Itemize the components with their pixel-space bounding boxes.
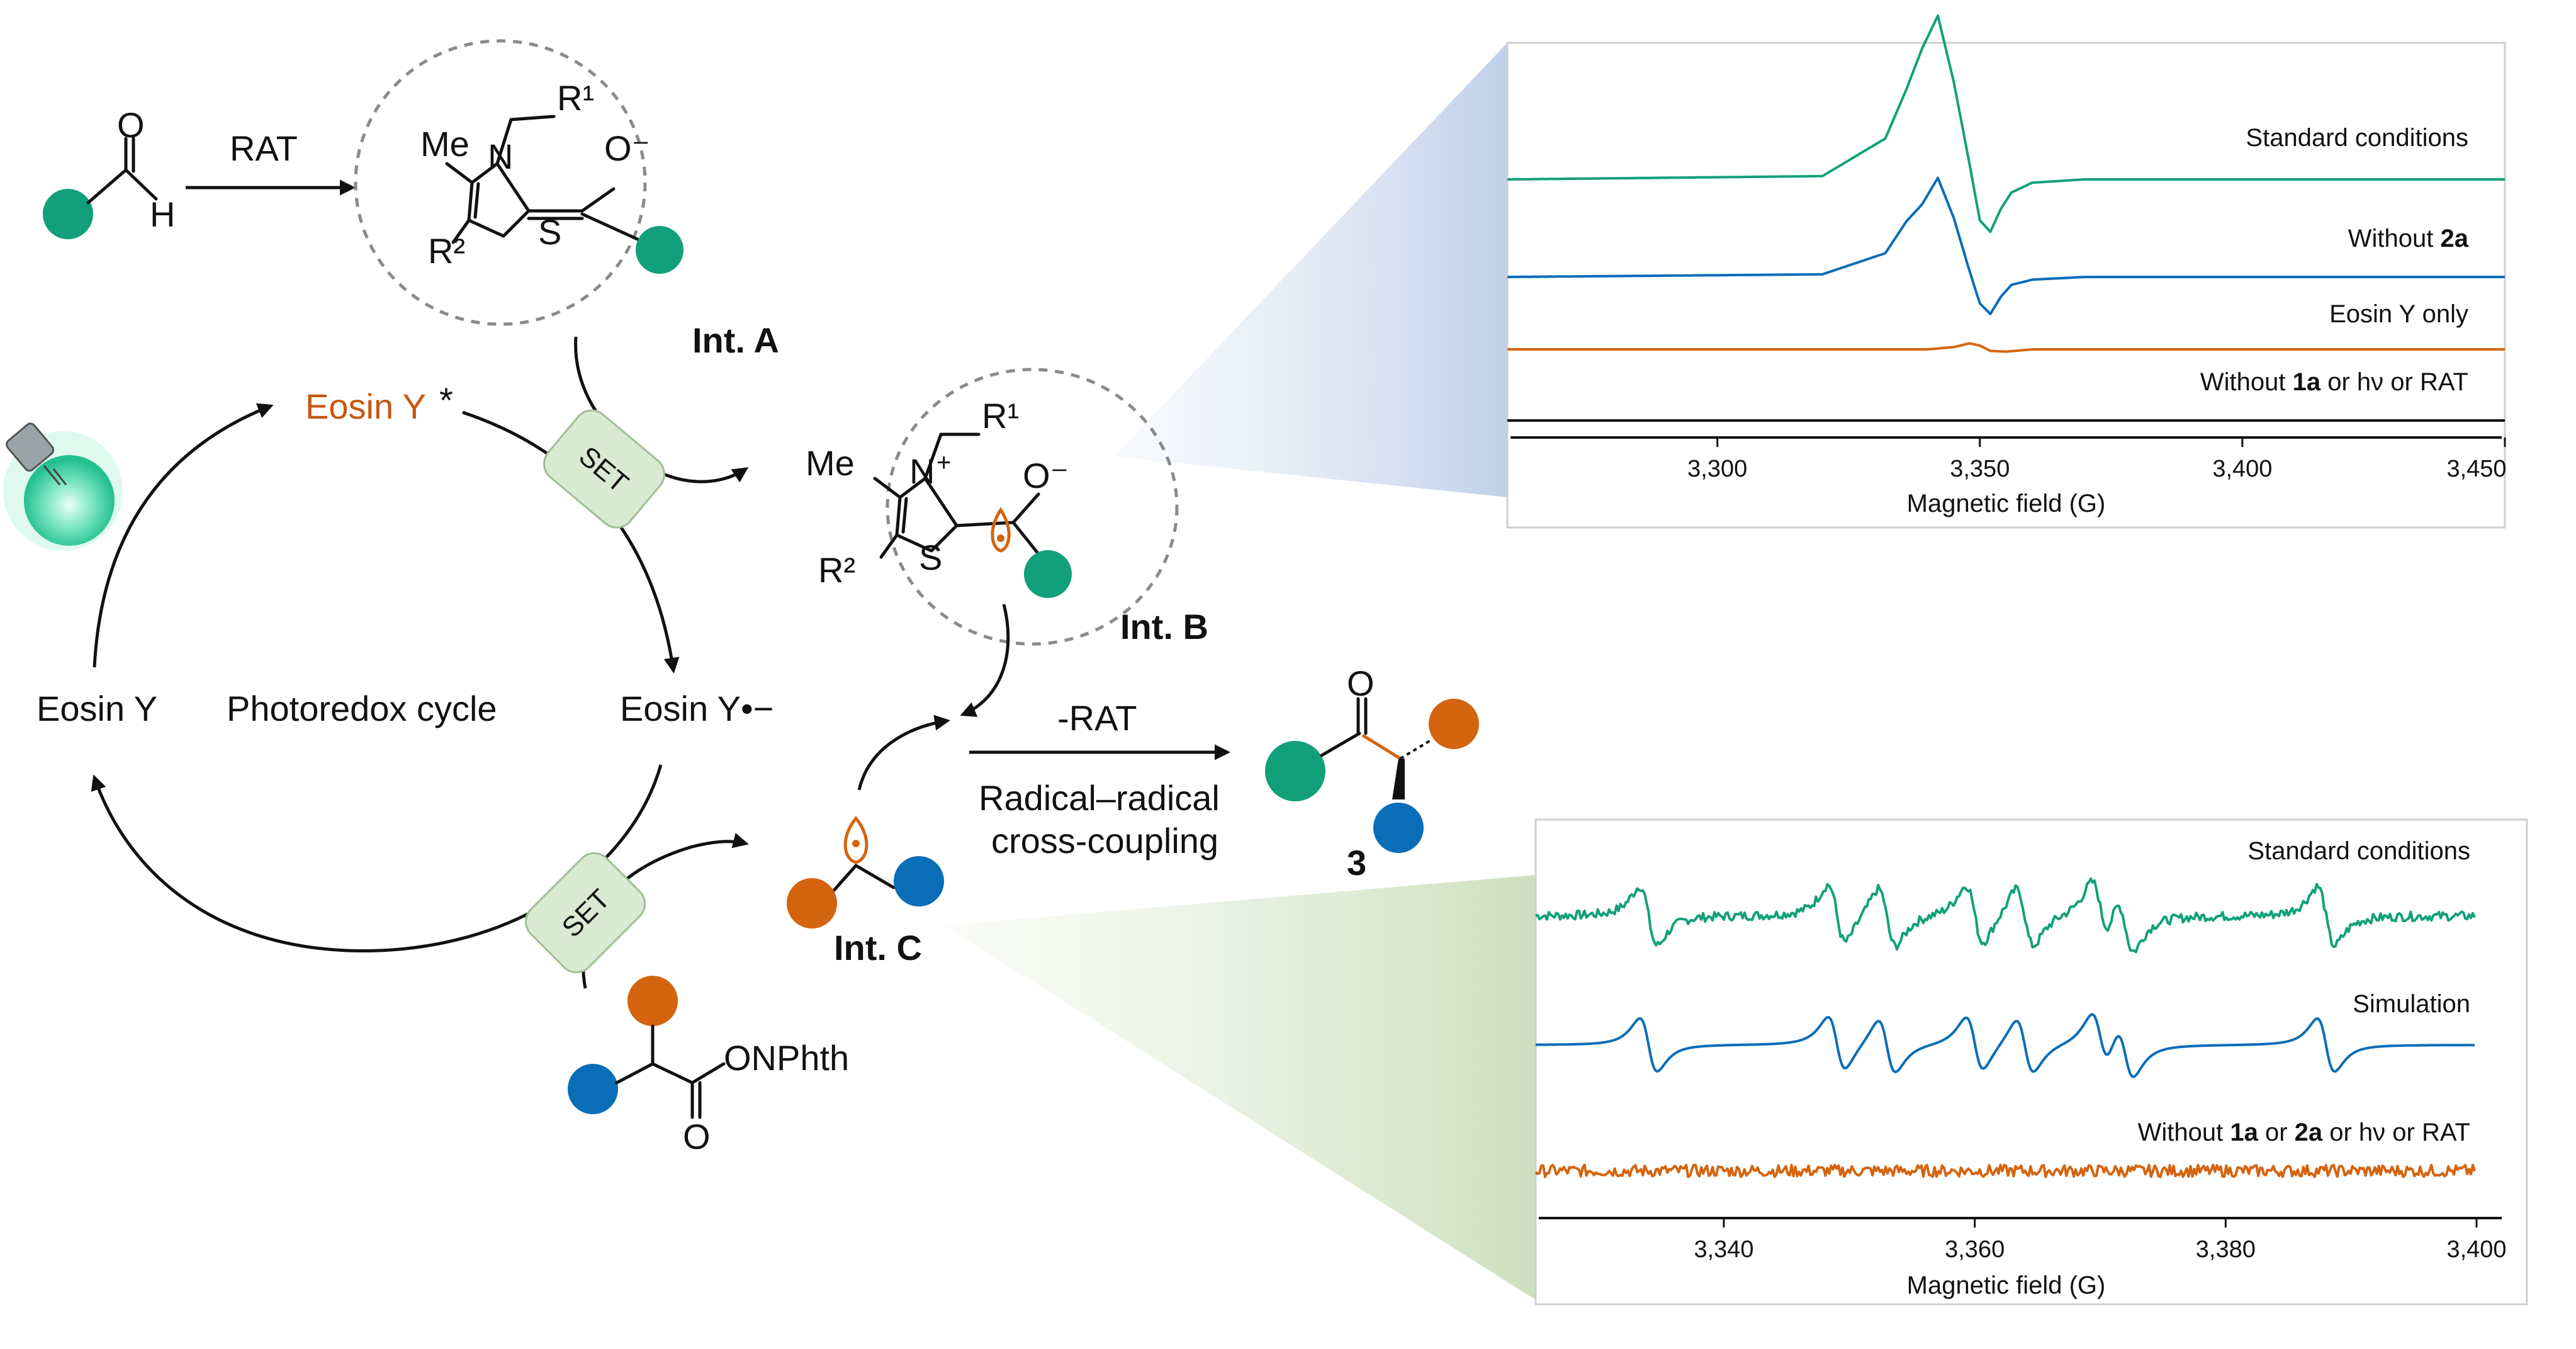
product-3-structure: O	[1265, 663, 1479, 853]
int-b-dashed-circle	[886, 368, 1179, 646]
epr-trace-2	[1507, 342, 2505, 353]
int-a-oxide: O⁻	[604, 128, 650, 168]
int-a-r1: R¹	[557, 78, 594, 118]
set-badge-bottom: SET	[525, 852, 646, 973]
orange-substituent	[787, 878, 837, 928]
epr-trace-2	[1534, 1163, 2476, 1178]
rat-label: RAT	[230, 128, 298, 168]
int-b-r2: R²	[818, 550, 855, 590]
nhpi-ester-structure: ONPhth O	[568, 976, 849, 1156]
radical-orbital-icon	[843, 816, 869, 864]
coupling-line-1: Radical–radical	[979, 778, 1220, 818]
x-tick-label: 3,380	[2196, 1236, 2256, 1263]
int-b-r1: R¹	[982, 396, 1019, 436]
epr-callout-wedge-bottom	[944, 875, 1536, 1300]
x-tick-label: 3,340	[1694, 1236, 1753, 1263]
product-3-label: 3	[1347, 843, 1366, 883]
product-oxygen: O	[1347, 663, 1375, 703]
epr-trace-0	[1535, 877, 2476, 954]
epr-trace-0	[1507, 14, 2505, 234]
int-b-sulfur: S	[919, 538, 942, 577]
epr-trace-label: Without 2a	[2348, 225, 2469, 252]
int-c-to-coupling-arrow	[857, 714, 950, 791]
epr-trace-label: Without 1a or 2a or hν or RAT	[2138, 1119, 2470, 1146]
photoredox-cycle-label: Photoredox cycle	[227, 689, 497, 728]
int-a-label: Int. A	[692, 320, 779, 360]
epr-trace-1	[1507, 176, 2505, 315]
int-b-to-coupling-arrow	[960, 604, 1010, 717]
x-tick-label: 3,400	[2446, 1236, 2506, 1263]
green-substituent	[1024, 550, 1072, 598]
aldehyde-oxygen: O	[117, 105, 145, 145]
int-b-nitrogen: N	[909, 451, 935, 491]
set-badge-top: SET	[543, 409, 665, 529]
x-axis-title: Magnetic field (G)	[1907, 490, 2106, 517]
epr-trace-label: Eosin Y only	[2329, 300, 2468, 328]
int-a-sulfur: S	[538, 212, 561, 252]
int-b-methyl: Me	[806, 443, 855, 483]
eosin-y-excited: Eosin Y	[305, 387, 426, 426]
x-tick-label: 3,400	[2212, 456, 2272, 482]
x-tick-label: 3,360	[1945, 1236, 2005, 1263]
x-tick-label: 3,450	[2446, 456, 2506, 482]
cycle-arrow-left-up	[93, 403, 274, 668]
x-axis-title: Magnetic field (G)	[1907, 1272, 2106, 1299]
coupling-line-2: cross-coupling	[991, 821, 1218, 861]
x-tick-label: 3,300	[1687, 456, 1747, 482]
eosin-y-ground: Eosin Y	[37, 689, 157, 728]
int-a-methyl: Me	[420, 124, 470, 164]
aldehyde-substrate: O H	[43, 105, 175, 239]
ester-onphth-label: ONPhth	[724, 1038, 849, 1078]
blue-substituent	[568, 1064, 618, 1114]
cycle-arrow-bottom	[91, 764, 663, 953]
excited-star: *	[439, 380, 453, 420]
orange-substituent	[627, 976, 678, 1026]
int-c-label: Int. C	[834, 928, 922, 968]
radical-orbital-icon	[991, 507, 1011, 553]
epr-trace-1	[1535, 1013, 2475, 1078]
int-b-structure: Me N + R¹ O⁻ R² S	[806, 396, 1072, 598]
epr-callout-wedge-top	[1114, 43, 1507, 497]
int-a-nitrogen: N	[488, 137, 513, 176]
int-a-dashed-circle	[354, 39, 647, 326]
orange-substituent	[1429, 699, 1479, 749]
int-a-r2: R²	[428, 231, 465, 271]
lightbulb-icon	[3, 422, 123, 551]
green-substituent	[43, 189, 93, 239]
green-substituent	[1265, 741, 1325, 801]
epr-trace-label: Without 1a or hν or RAT	[2200, 368, 2468, 396]
x-tick-label: 3,350	[1950, 456, 2010, 482]
int-c-structure	[787, 816, 944, 928]
eosin-y-radical-anion: Eosin Y•−	[620, 689, 773, 728]
int-a-structure: Me N R¹ O⁻ R² S	[420, 78, 683, 274]
ester-oxygen: O	[683, 1117, 711, 1156]
epr-trace-label: Standard conditions	[2246, 124, 2468, 152]
blue-substituent	[1373, 803, 1424, 853]
int-b-charge: +	[936, 449, 951, 477]
epr-trace-label: Standard conditions	[2247, 837, 2470, 865]
int-b-label: Int. B	[1120, 607, 1208, 646]
int-b-oxide: O⁻	[1023, 456, 1069, 495]
green-substituent	[636, 226, 683, 274]
aldehyde-hydrogen: H	[150, 195, 175, 234]
blue-substituent	[894, 856, 944, 906]
epr-trace-label: Simulation	[2353, 990, 2470, 1018]
minus-rat-label: -RAT	[1057, 698, 1137, 738]
